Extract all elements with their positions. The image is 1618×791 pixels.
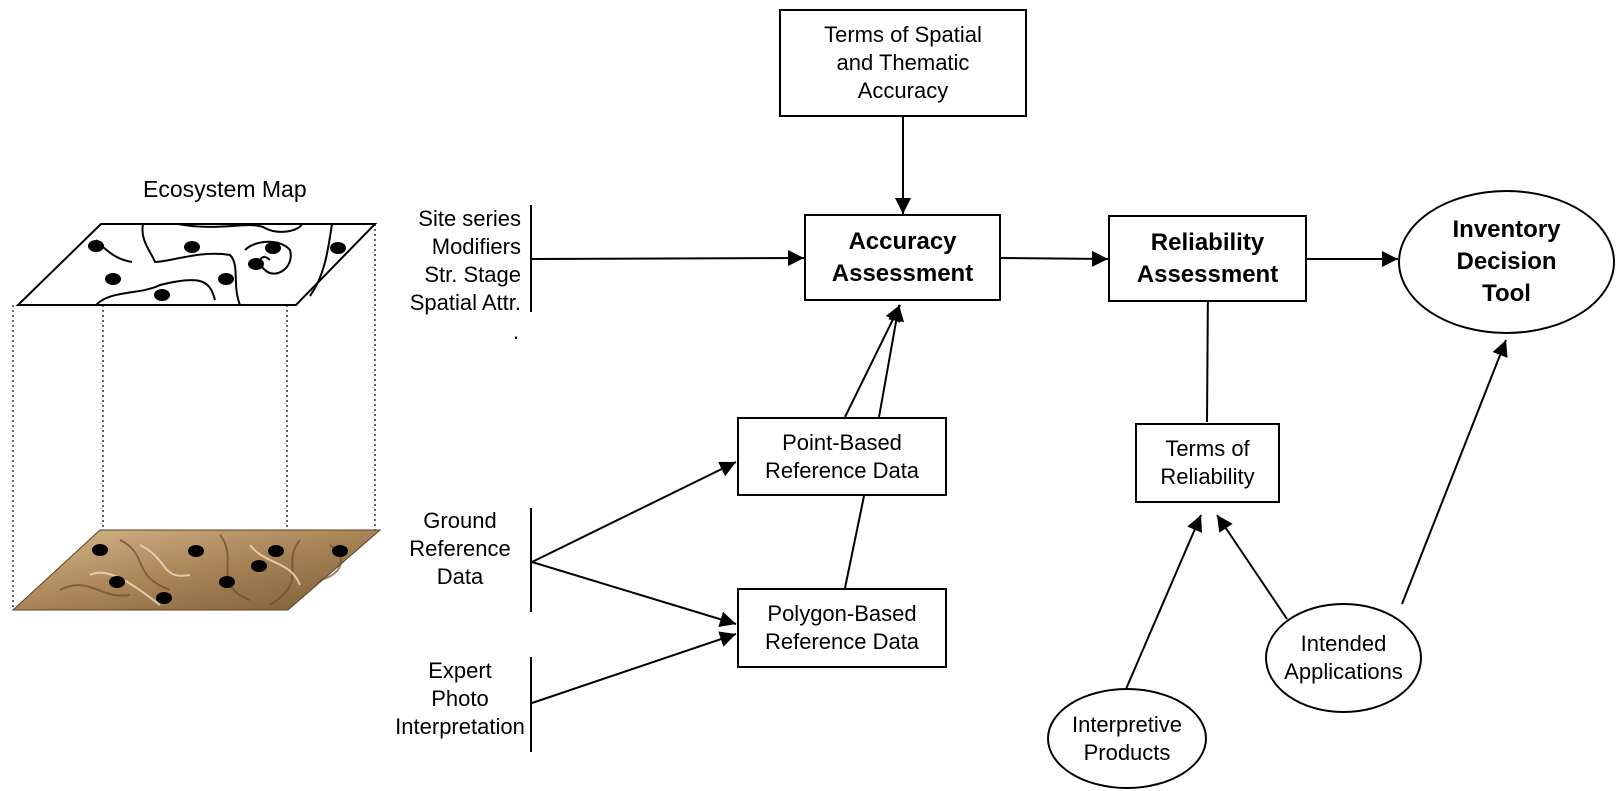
ground-sample-point [188, 545, 204, 557]
map-sample-point [105, 273, 121, 285]
attributes-dot: . [513, 319, 520, 344]
ground-sample-point [92, 544, 108, 556]
ground-sample-point [268, 545, 284, 557]
reliability-assessment-box: Reliability Assessment [1108, 215, 1307, 302]
point-reference-box: Point-Based Reference Data [737, 417, 947, 496]
ground-sample-point [251, 560, 267, 572]
intended-applications-text: Intended Applications [1284, 631, 1403, 684]
ecosystem-map-plane [15, 223, 378, 306]
terms-reliability-text: Terms of Reliability [1160, 436, 1255, 489]
reliability-assessment-text: Reliability Assessment [1136, 228, 1279, 288]
ecosystem-map-title: Ecosystem Map [143, 176, 307, 202]
terms-spatial-thematic-box: Terms of Spatial and Thematic Accuracy [779, 9, 1027, 117]
map-sample-point [218, 273, 234, 285]
map-sample-point [248, 258, 264, 270]
ground-sample-point [332, 545, 348, 557]
arrow-attributes-to-accuracy [531, 250, 805, 267]
accuracy-assessment-box: Accuracy Assessment [804, 214, 1001, 301]
ground-reference-label: Ground Reference Data [409, 508, 511, 589]
projection-lines [12, 224, 376, 610]
polygon-reference-box: Polygon-Based Reference Data [737, 588, 947, 668]
arrow-accuracy-to-reliability [1000, 250, 1109, 267]
expert-photo-label: Expert Photo Interpretation [395, 658, 525, 739]
accuracy-assessment-text: Accuracy Assessment [831, 227, 974, 287]
map-attributes-list: Site series Modifiers Str. Stage Spatial… [409, 206, 521, 315]
connector-polygon-to-point [844, 495, 865, 589]
arrow-terms-to-reliability [1199, 283, 1216, 423]
arrow-intended-to-inventory [1401, 339, 1508, 605]
intended-applications-ellipse: Intended Applications [1265, 603, 1422, 713]
arrow-point-to-accuracy-b [878, 304, 905, 418]
terms-reliability-box: Terms of Reliability [1135, 423, 1280, 503]
arrow-expert-to-polygon [531, 631, 737, 704]
arrow-ground-to-polygon [531, 561, 737, 628]
point-reference-text: Point-Based Reference Data [764, 429, 920, 483]
arrow-intended-to-terms [1216, 514, 1288, 620]
map-sample-point [330, 242, 346, 254]
ground-sample-point [109, 576, 125, 588]
arrow-ground-to-point [531, 461, 737, 563]
arrow-interpretive-to-terms [1125, 514, 1203, 690]
map-sample-point [88, 240, 104, 252]
map-sample-point [154, 289, 170, 301]
ground-sample-point [219, 576, 235, 588]
arrow-point-to-accuracy-a [844, 304, 901, 418]
ground-terrain-plane [11, 529, 382, 611]
map-sample-point [184, 241, 200, 253]
interpretive-products-ellipse: Interpretive Products [1047, 688, 1207, 789]
inventory-decision-tool-text: Inventory Decision Tool [1452, 216, 1561, 307]
terms-spatial-thematic-text: Terms of Spatial and Thematic Accuracy [824, 22, 982, 103]
polygon-reference-text: Polygon-Based Reference Data [764, 601, 920, 654]
map-sample-point [265, 242, 281, 254]
inventory-decision-tool-ellipse: Inventory Decision Tool [1398, 190, 1615, 334]
interpretive-products-text: Interpretive Products [1071, 711, 1183, 765]
ground-sample-point [156, 592, 172, 604]
